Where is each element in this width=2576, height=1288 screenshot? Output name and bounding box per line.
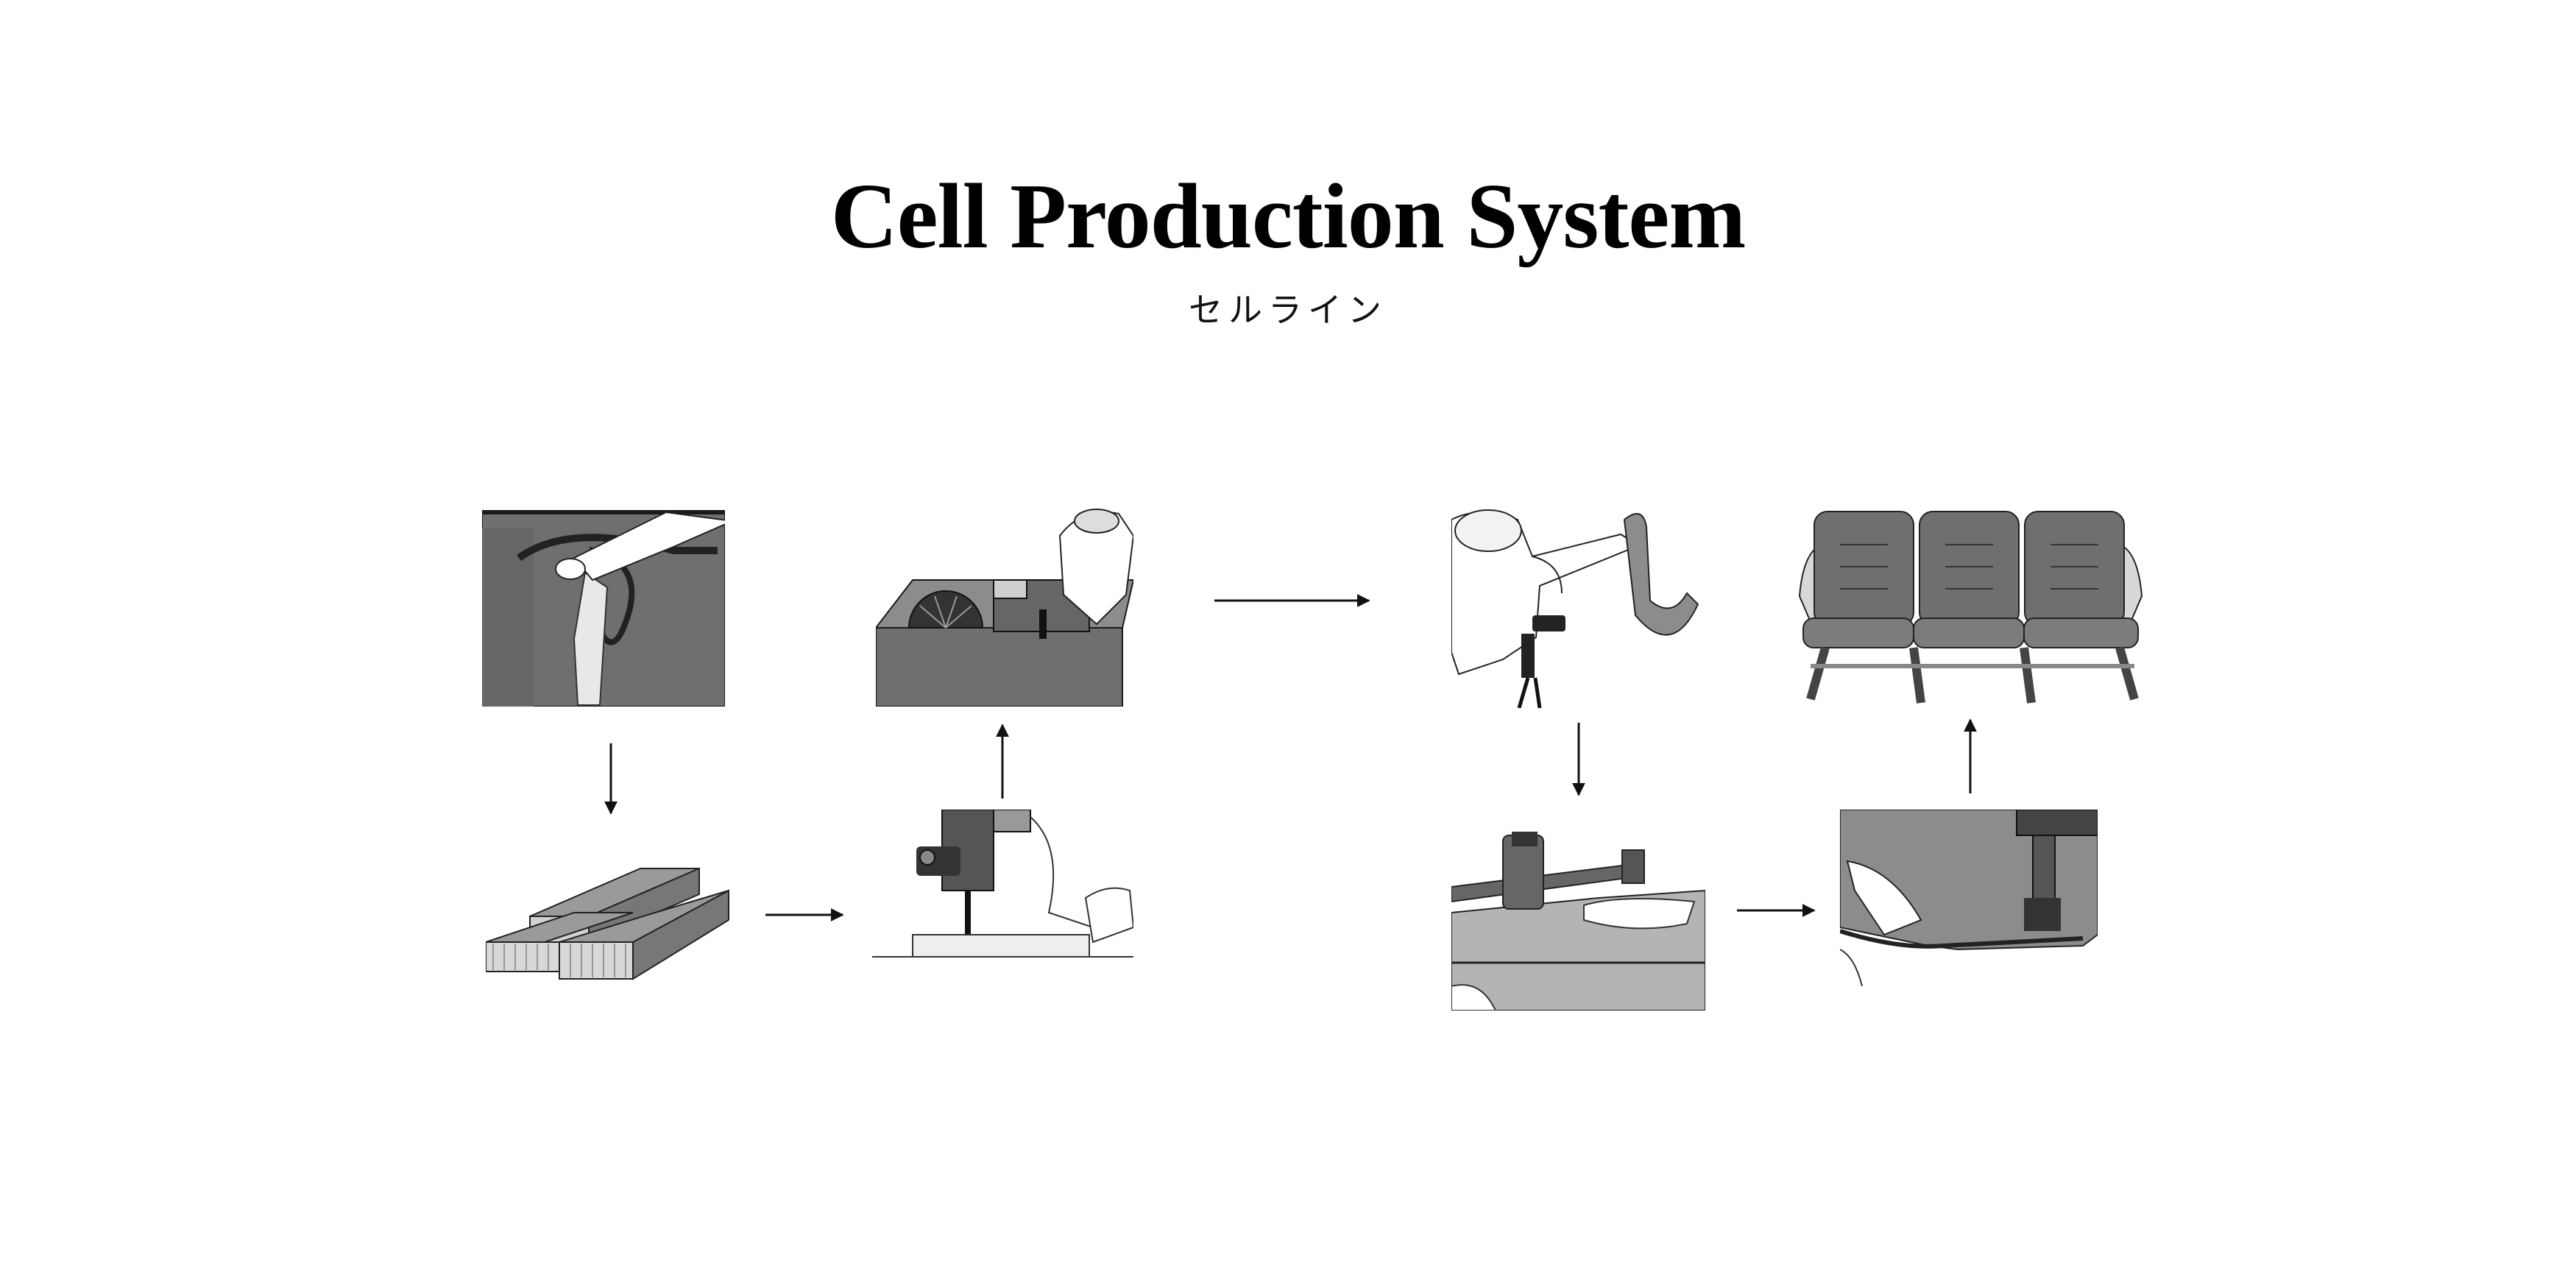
spray-gun-illustration [1451,509,1699,708]
sewing-machine-illustration [1840,810,2098,986]
stage-table-saw [876,506,1133,707]
table-saw-illustration [876,509,1133,707]
stage-wood-bending [482,506,725,707]
stage-lumber-stack [486,846,736,986]
stage-fabric-cutting [1451,832,1705,1011]
stage-band-saw [872,810,1133,964]
page-subtitle: セルライン [1189,290,1387,330]
band-saw-illustration [872,810,1133,958]
sofa-illustration [1798,511,2143,704]
cnc-cutter-illustration [1451,832,1705,1011]
stage-sewing [1840,810,2098,986]
stage-finished-sofa [1796,508,2145,707]
stage-spray-finishing [1451,505,1700,708]
page-title: Cell Production System [830,166,1747,268]
wood-bending-illustration [482,510,725,707]
lumber-stack-illustration [486,867,729,980]
